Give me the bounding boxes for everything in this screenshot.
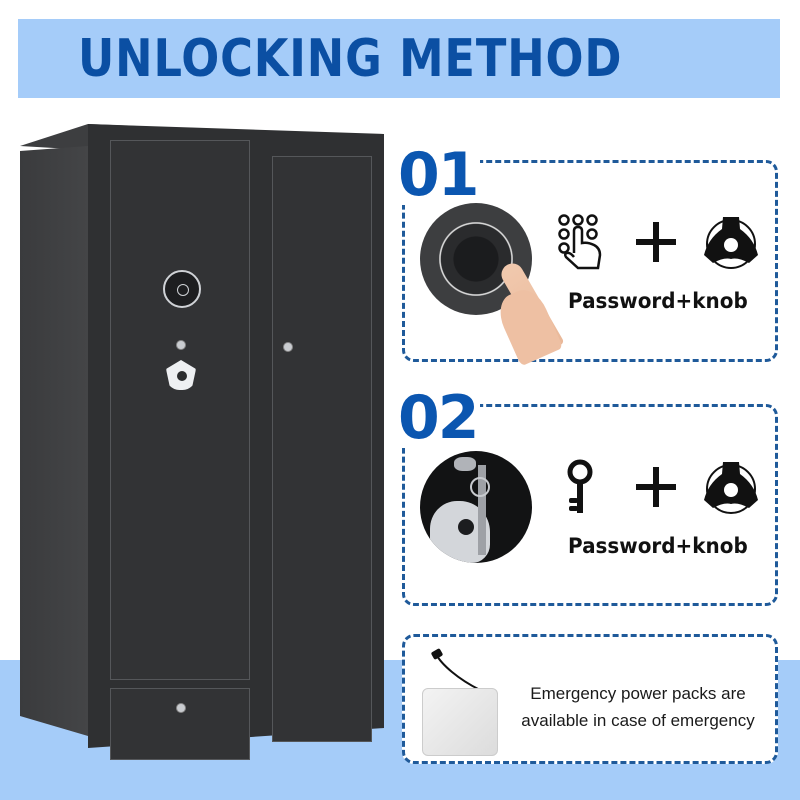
right-door-keyhole (283, 342, 293, 352)
method-2-caption: Password+knob (568, 534, 748, 558)
key-photo (478, 465, 486, 555)
lock-cylinder-photo (454, 457, 476, 471)
cabinet-side (20, 146, 88, 736)
knob-icon (704, 217, 758, 269)
emergency-power-pack-photo (422, 688, 498, 756)
plus-icon (636, 467, 676, 507)
cabinet-left-door (110, 140, 250, 680)
emergency-line-1: Emergency power packs are (530, 684, 746, 703)
cabinet-drawer (110, 688, 250, 760)
fingerprint-lock-dial (163, 270, 201, 308)
step-number-2: 02 (396, 383, 480, 453)
emergency-description: Emergency power packs are available in c… (508, 680, 768, 734)
usb-cable-icon (431, 648, 481, 691)
left-door-keyhole (176, 340, 186, 350)
title-banner (18, 19, 780, 98)
product-image-cabinet (20, 124, 384, 760)
keypad-touch-icon (558, 214, 602, 270)
key-and-knob-photo (420, 451, 532, 563)
method-1-caption: Password+knob (568, 289, 748, 313)
method-1-icons (556, 213, 760, 271)
step-number-1: 01 (396, 140, 480, 210)
key-ring-photo (470, 477, 490, 497)
page-title: UNLOCKING METHOD (78, 29, 623, 89)
key-icon (567, 459, 593, 513)
plus-icon (636, 222, 676, 262)
emergency-line-2: available in case of emergency (521, 711, 755, 730)
drawer-keyhole (176, 703, 186, 713)
cabinet-right-door (272, 156, 372, 742)
knob-icon (704, 462, 758, 514)
method-2-icons (556, 458, 760, 516)
